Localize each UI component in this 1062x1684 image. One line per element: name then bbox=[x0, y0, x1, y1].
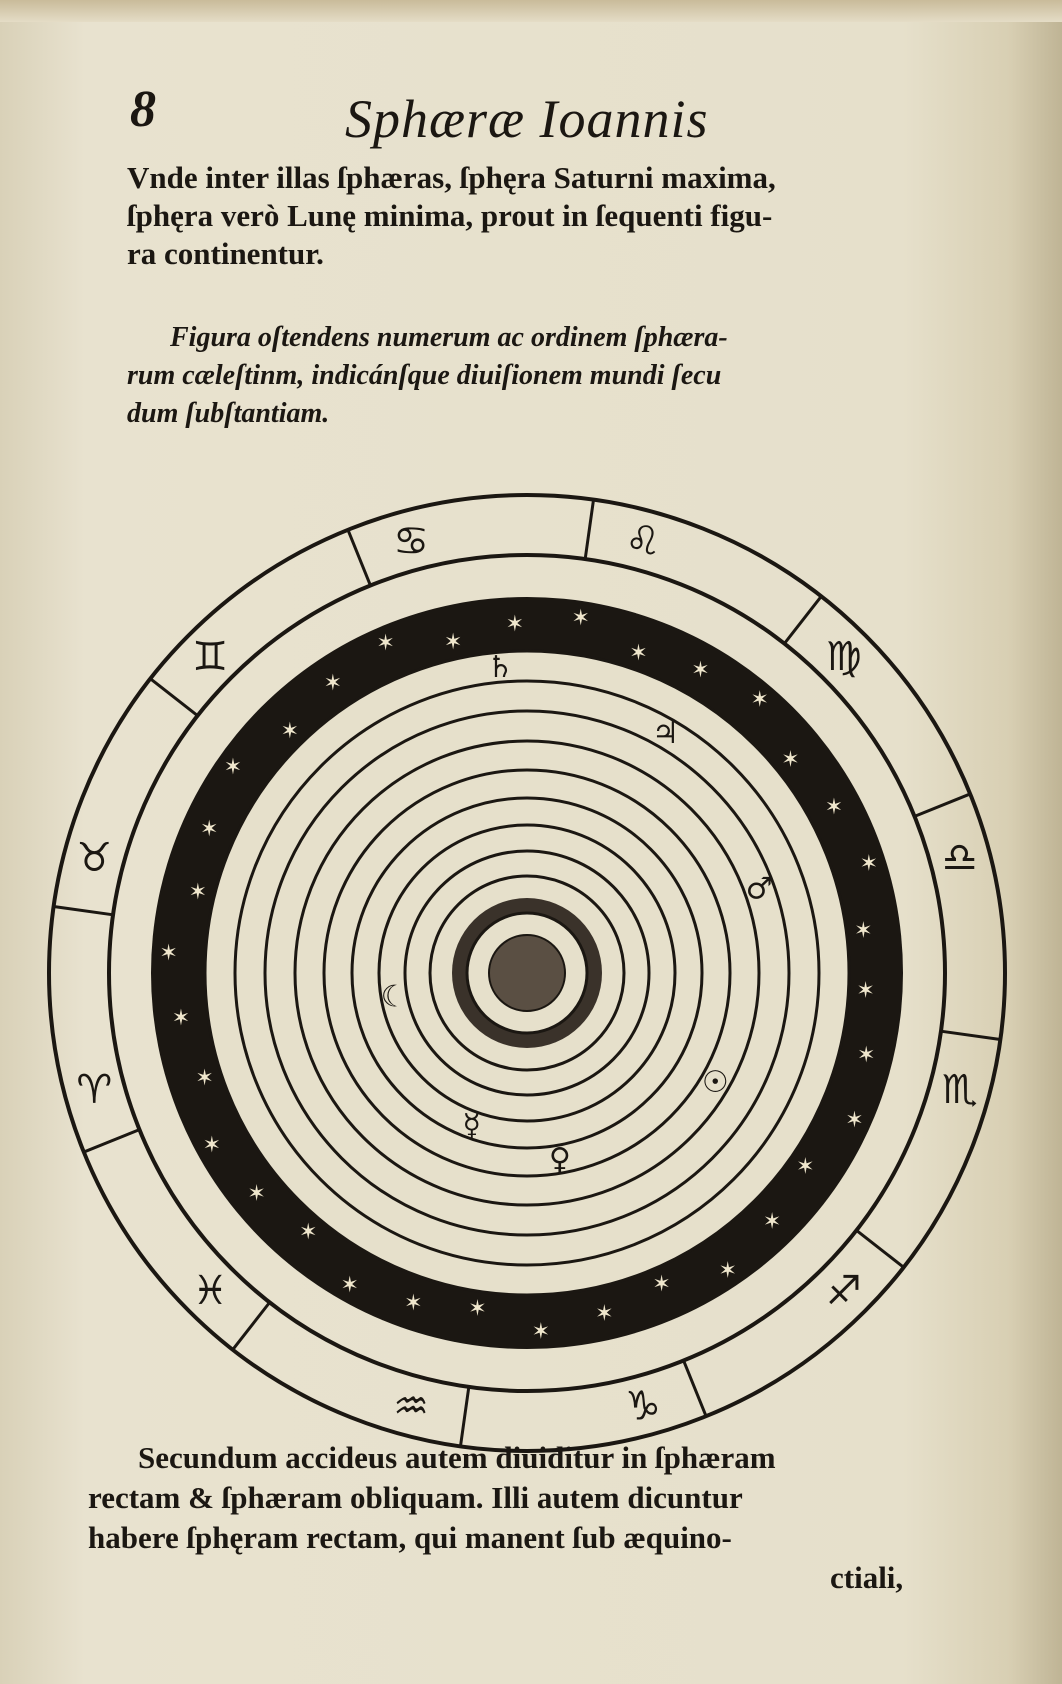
zodiac-divider bbox=[83, 1128, 140, 1154]
zodiac-sign-icon: ♉ bbox=[76, 835, 112, 881]
zodiac-divider bbox=[583, 499, 596, 560]
planet-sphere-circle bbox=[428, 874, 626, 1072]
zodiac-divider bbox=[458, 1386, 471, 1447]
star-icon: ✶ bbox=[860, 850, 878, 875]
planet-sphere-circle bbox=[403, 849, 651, 1097]
star-icon: ✶ bbox=[825, 794, 843, 819]
zodiac-divider bbox=[346, 529, 372, 586]
planet-sphere-circle bbox=[322, 768, 732, 1178]
zodiac-sign-icon: ♐ bbox=[826, 1268, 862, 1314]
planet-sphere-circle bbox=[233, 679, 821, 1267]
closing-line: Secundum accideus autem diuiditur in ſph… bbox=[138, 1440, 776, 1475]
zodiac-inner-ring bbox=[107, 553, 947, 1393]
planet-symbol-icon: ☿ bbox=[463, 1108, 481, 1143]
planet-symbol-icon: ♀ bbox=[549, 1142, 571, 1177]
star-icon: ✶ bbox=[595, 1300, 613, 1325]
zodiac-divider bbox=[940, 1029, 1001, 1042]
zodiac-sign-icon: ♈ bbox=[76, 1067, 112, 1113]
figure-caption-line: dum ſubſtantiam. bbox=[127, 398, 330, 429]
star-icon: ✶ bbox=[691, 657, 709, 682]
star-icon: ✶ bbox=[376, 630, 394, 655]
zodiac-divider bbox=[855, 1229, 905, 1269]
figure-caption-line: Figura oſtendens numerum ac ordinem ſphæ… bbox=[170, 322, 728, 353]
star-icon: ✶ bbox=[781, 747, 799, 772]
zodiac-sign-icon: ♑ bbox=[625, 1384, 661, 1430]
star-icon: ✶ bbox=[404, 1290, 422, 1315]
planet-symbol-icon: ☾ bbox=[381, 979, 408, 1014]
planet-sphere-circle bbox=[263, 709, 791, 1237]
star-icon: ✶ bbox=[247, 1181, 265, 1206]
planet-symbol-icon: ♃ bbox=[652, 716, 679, 751]
zodiac-sign-icon: ♏ bbox=[942, 1067, 978, 1113]
star-icon: ✶ bbox=[172, 1005, 190, 1030]
star-icon: ✶ bbox=[203, 1132, 221, 1157]
star-icon: ✶ bbox=[189, 879, 207, 904]
zodiac-divider bbox=[149, 677, 199, 717]
zodiac-sign-icon: ♓ bbox=[192, 1268, 228, 1314]
zodiac-sign-icon: ♎ bbox=[942, 835, 978, 881]
star-icon: ✶ bbox=[532, 1319, 550, 1344]
star-icon: ✶ bbox=[340, 1272, 358, 1297]
star-icon: ✶ bbox=[750, 687, 768, 712]
star-icon: ✶ bbox=[857, 1042, 875, 1067]
zodiac-sign-icon: ♍ bbox=[826, 634, 862, 680]
intro-line: ra continentur. bbox=[127, 236, 324, 271]
star-icon: ✶ bbox=[856, 978, 874, 1003]
star-icon: ✶ bbox=[796, 1153, 814, 1178]
figure-caption-line: rum cæleſtinm, indicánſque diuiſionem mu… bbox=[127, 360, 722, 391]
zodiac-sign-icon: ♊ bbox=[192, 634, 228, 680]
star-icon: ✶ bbox=[468, 1295, 486, 1320]
star-icon: ✶ bbox=[159, 940, 177, 965]
planet-symbol-icon: ♄ bbox=[487, 650, 514, 685]
closing-line: rectam & ſphæram obliquam. Illi autem di… bbox=[88, 1480, 743, 1515]
star-icon: ✶ bbox=[506, 611, 524, 636]
zodiac-outer-ring bbox=[47, 493, 1007, 1453]
zodiac-divider bbox=[231, 1301, 271, 1351]
planet-symbol-icon: ☉ bbox=[702, 1065, 729, 1100]
planet-sphere-circle bbox=[293, 739, 761, 1207]
intro-line: Vnde inter illas ſphæras, ſphęra Saturni… bbox=[127, 160, 776, 195]
zodiac-sign-icon: ♒ bbox=[393, 1384, 429, 1430]
planet-symbol-icon: ♂ bbox=[746, 872, 773, 907]
page-number: 8 bbox=[130, 81, 156, 138]
closing-line: habere ſphęram rectam, qui manent ſub æq… bbox=[88, 1520, 732, 1555]
zodiac-sign-icon: ♌ bbox=[625, 518, 661, 564]
closing-line: ctiali, bbox=[830, 1560, 904, 1595]
star-icon: ✶ bbox=[444, 629, 462, 654]
star-icon: ✶ bbox=[719, 1258, 737, 1283]
star-icon: ✶ bbox=[571, 605, 589, 630]
star-icon: ✶ bbox=[195, 1065, 213, 1090]
star-icon: ✶ bbox=[854, 918, 872, 943]
star-icon: ✶ bbox=[299, 1219, 317, 1244]
zodiac-sign-icon: ♋ bbox=[393, 518, 429, 564]
star-icon: ✶ bbox=[652, 1271, 670, 1296]
zodiac-divider bbox=[914, 792, 971, 818]
planet-sphere-circle bbox=[350, 796, 704, 1150]
star-icon: ✶ bbox=[629, 640, 647, 665]
zodiac-divider bbox=[783, 595, 823, 645]
running-title: Sphæræ Ioannis bbox=[345, 89, 709, 149]
planet-sphere-circle bbox=[377, 823, 677, 1123]
star-icon: ✶ bbox=[281, 718, 299, 743]
zodiac-divider bbox=[53, 904, 114, 917]
intro-line: ſphęra verò Lunę minima, prout in ſequen… bbox=[127, 198, 773, 233]
star-icon: ✶ bbox=[324, 670, 342, 695]
page-top-edge bbox=[0, 0, 1062, 22]
star-icon: ✶ bbox=[763, 1208, 781, 1233]
star-icon: ✶ bbox=[224, 754, 242, 779]
star-icon: ✶ bbox=[200, 816, 218, 841]
zodiac-divider bbox=[682, 1360, 708, 1417]
star-icon: ✶ bbox=[845, 1107, 863, 1132]
earth-land-icon bbox=[488, 934, 566, 1012]
